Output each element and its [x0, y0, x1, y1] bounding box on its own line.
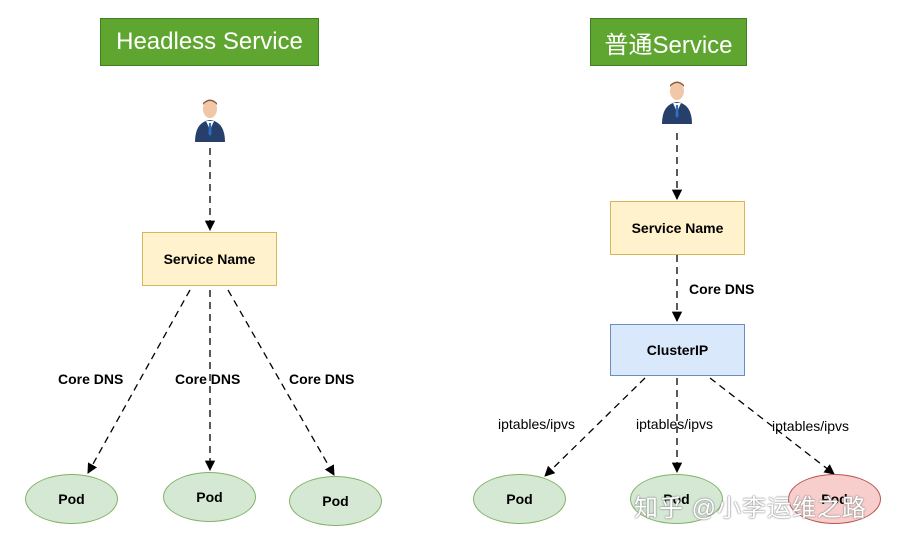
normal-service-title: 普通Service	[590, 18, 747, 66]
user-icon	[662, 81, 692, 124]
pod-right-3: Pod	[788, 474, 881, 524]
headless-service-title: Headless Service	[100, 18, 319, 66]
service-name-node-right: Service Name	[610, 201, 745, 255]
edge-clusterip-to-pod-right-3	[709, 377, 835, 475]
user-icon	[195, 99, 225, 142]
core-dns-label-left-1: Core DNS	[58, 371, 124, 387]
pod-right-1: Pod	[473, 474, 566, 524]
clusterip-node: ClusterIP	[610, 324, 745, 376]
core-dns-label-right: Core DNS	[689, 281, 755, 297]
iptables-ipvs-label-1: iptables/ipvs	[498, 416, 576, 432]
pod-left-1: Pod	[25, 474, 118, 524]
pod-left-3: Pod	[289, 476, 382, 526]
iptables-ipvs-label-2: iptables/ipvs	[636, 416, 714, 432]
core-dns-label-left-3: Core DNS	[289, 371, 355, 387]
watermark: 知乎 @小李运维之路	[634, 495, 868, 522]
service-name-node-left: Service Name	[142, 232, 277, 286]
iptables-ipvs-label-3: iptables/ipvs	[772, 418, 850, 434]
core-dns-label-left-2: Core DNS	[175, 371, 241, 387]
pod-left-2: Pod	[163, 472, 256, 522]
pod-right-2: Pod	[630, 474, 723, 524]
edge-service-to-pod-left-1	[87, 289, 191, 474]
